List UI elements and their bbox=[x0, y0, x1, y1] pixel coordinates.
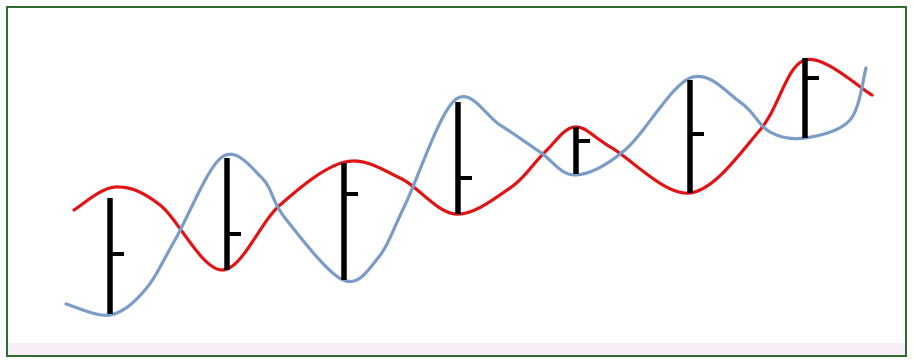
base-pair-rung-4 bbox=[458, 102, 472, 214]
base-pair-rung-2 bbox=[227, 158, 241, 270]
diagram-frame bbox=[6, 6, 907, 357]
red-strand bbox=[74, 59, 872, 270]
blue-strand bbox=[66, 68, 866, 315]
base-pair-rung-6 bbox=[690, 80, 704, 193]
bottom-tint-band bbox=[8, 343, 905, 355]
dna-helix-diagram bbox=[8, 8, 905, 355]
base-pair-rung-3 bbox=[344, 163, 358, 280]
base-pair-rung-7 bbox=[805, 58, 819, 138]
base-pair-rung-1 bbox=[110, 198, 124, 314]
base-pair-rung-5 bbox=[576, 127, 590, 174]
